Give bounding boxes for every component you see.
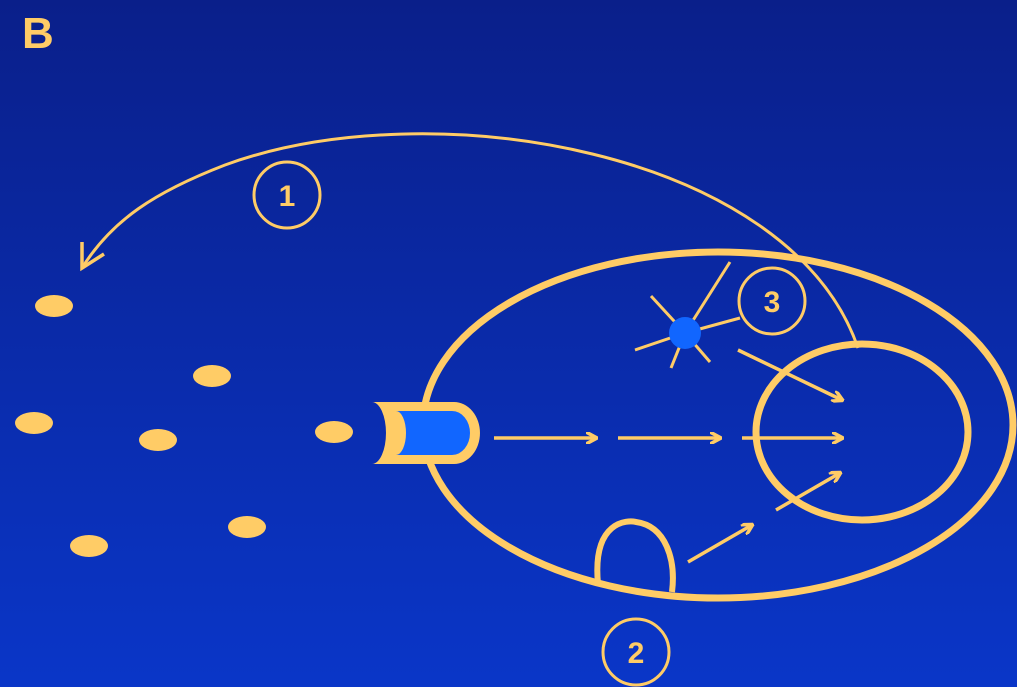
marker-3-label: 3 — [764, 286, 781, 319]
star-molecule — [635, 262, 740, 368]
particle — [315, 421, 353, 443]
particle — [15, 412, 53, 434]
particle — [228, 516, 266, 538]
arc-arrowhead-icon — [82, 242, 104, 268]
membrane-channel — [372, 402, 480, 464]
marker-1-label: 1 — [279, 180, 296, 213]
arrow-star-to-nucleus — [738, 350, 842, 400]
membrane-vesicle — [597, 521, 673, 592]
particle — [193, 365, 231, 387]
star-molecule-core — [669, 317, 701, 349]
particle — [139, 429, 177, 451]
particle — [35, 295, 73, 317]
particle — [70, 535, 108, 557]
inner-nucleus — [756, 344, 968, 520]
particle-group — [15, 295, 353, 557]
marker-2-label: 2 — [628, 637, 645, 670]
arrow-vesicle-1 — [688, 525, 752, 562]
